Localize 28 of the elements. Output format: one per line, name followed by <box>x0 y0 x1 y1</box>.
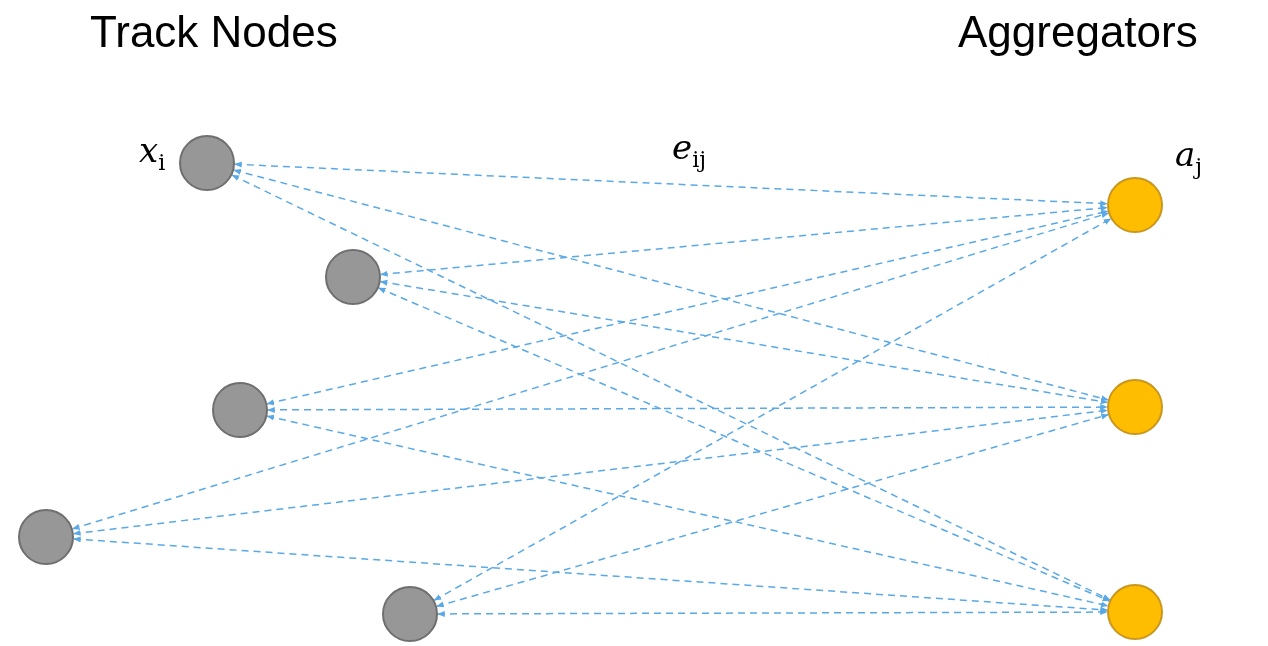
column-heading: Track Nodes <box>90 10 338 54</box>
aggregator-circle <box>1107 177 1163 233</box>
track-node-circle <box>18 509 74 565</box>
dashed-arrow <box>266 209 1109 406</box>
dashed-arrow <box>433 218 1112 601</box>
dashed-arrow <box>73 408 1108 536</box>
dashed-arrow <box>73 536 1108 613</box>
aggregator-circle <box>1107 379 1163 435</box>
dashed-arrow <box>72 212 1109 530</box>
aggregator-circle <box>1107 584 1163 640</box>
dashed-arrow <box>379 279 1109 405</box>
dashed-arrow <box>436 413 1109 608</box>
column-heading: Aggregators <box>958 10 1198 54</box>
dashed-arrow <box>234 161 1108 207</box>
dashed-arrow <box>267 404 1108 413</box>
track-node-circle <box>212 382 268 438</box>
dashed-arrow <box>231 174 1111 601</box>
track-node-circle <box>179 135 235 191</box>
dashed-arrow <box>378 287 1110 602</box>
dashed-arrow <box>233 168 1109 402</box>
dashed-arrow <box>437 609 1108 617</box>
dashed-arrow <box>266 414 1109 608</box>
track-node-circle <box>382 586 438 642</box>
dashed-arrow <box>380 205 1108 277</box>
math-label: e$_{ij}$ <box>672 130 707 170</box>
track-node-circle <box>325 249 381 305</box>
math-label: a$_{j}$ <box>1175 137 1203 177</box>
math-label: x$_{i}$ <box>139 133 166 173</box>
